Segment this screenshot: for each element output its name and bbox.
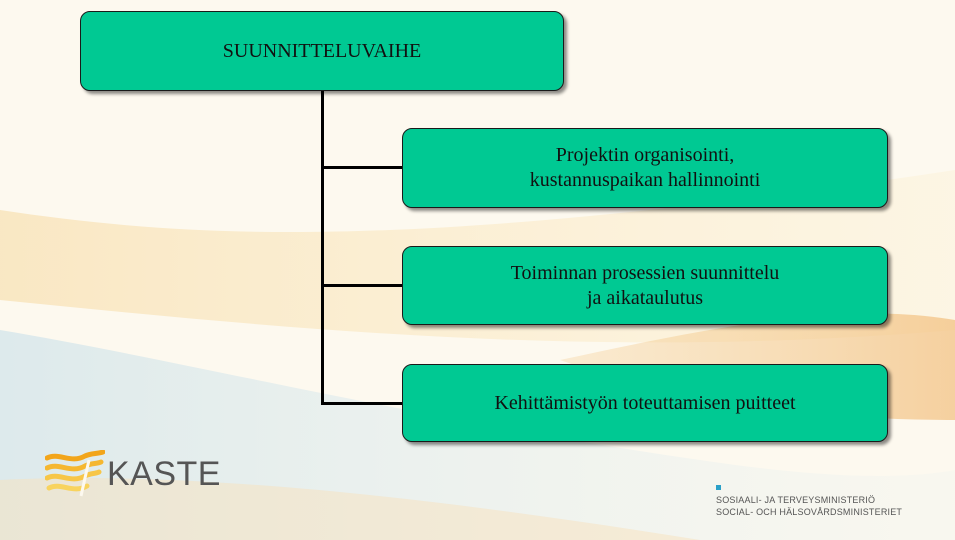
ministry-name-fi: SOSIAALI- JA TERVEYSMINISTERIÖ bbox=[716, 495, 876, 505]
root-node-label: SUUNNITTELUVAIHE bbox=[222, 39, 422, 62]
kaste-logo-text: KASTE bbox=[107, 454, 221, 493]
child-node: Kehittämistyön toteuttamisen puitteet bbox=[402, 364, 888, 442]
kaste-waves-logo-icon bbox=[45, 450, 105, 497]
child-node-label: Projektin organisointi, kustannuspaikan … bbox=[529, 144, 761, 191]
child-node: Toiminnan prosessien suunnittelu ja aika… bbox=[402, 246, 888, 325]
connector-branch bbox=[321, 284, 404, 287]
child-node-label: Toiminnan prosessien suunnittelu ja aika… bbox=[510, 261, 780, 309]
ministry-mark-icon bbox=[716, 485, 721, 490]
connector-branch bbox=[321, 402, 404, 405]
ministry-name-sv: SOCIAL- OCH HÄLSOVÅRDSMINISTERIET bbox=[716, 507, 903, 517]
child-node-label: Kehittämistyön toteuttamisen puitteet bbox=[494, 391, 796, 414]
root-node: SUUNNITTELUVAIHE bbox=[80, 11, 564, 91]
child-node: Projektin organisointi, kustannuspaikan … bbox=[402, 128, 888, 208]
connector-trunk bbox=[321, 91, 324, 404]
connector-branch bbox=[321, 166, 404, 169]
kaste-logo: KASTE bbox=[45, 450, 221, 498]
ministry-logo: SOSIAALI- JA TERVEYSMINISTERIÖ SOCIAL- O… bbox=[716, 485, 902, 518]
